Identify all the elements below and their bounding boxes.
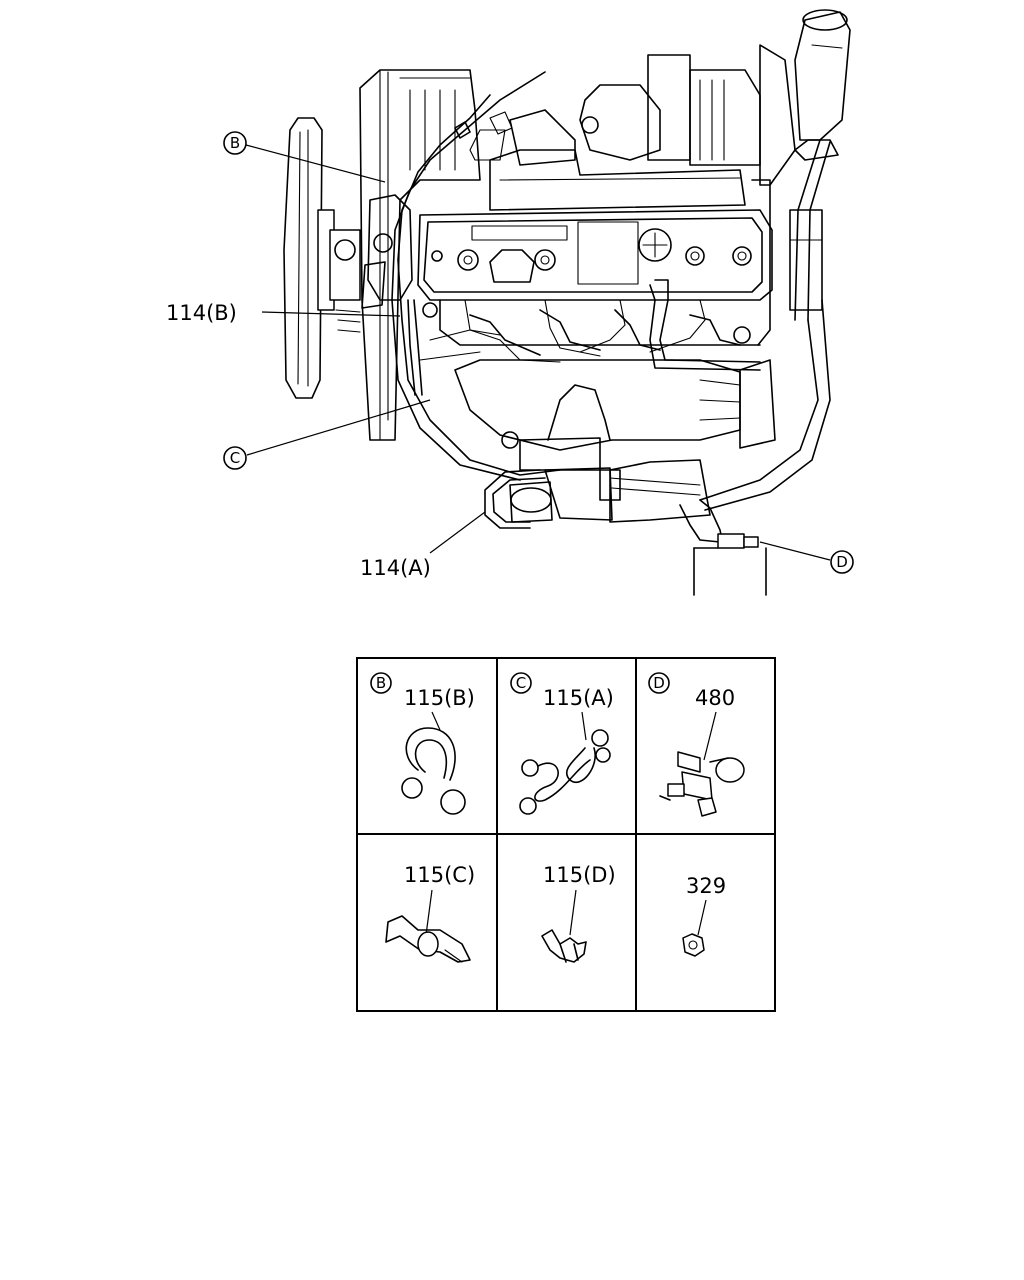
- clip-115d-icon: [541, 889, 587, 963]
- sensor-480-icon: [659, 711, 745, 817]
- callout-b-circle: [223, 131, 247, 155]
- leader-d: [759, 541, 831, 561]
- callout-d-circle: [830, 550, 854, 574]
- engine-block-left: [359, 69, 481, 441]
- detail-cell-d: D 480: [648, 672, 745, 817]
- lower-pipe: [501, 299, 831, 523]
- callout-c-circle: [223, 446, 247, 470]
- detail-table: B 115(B) C 115(A): [356, 657, 776, 1012]
- detail-cell-d-letter: D: [653, 674, 665, 692]
- detail-cell-115c: 115(C): [385, 863, 475, 963]
- callout-c: C: [230, 449, 240, 467]
- detail-cell-329-part: 329: [686, 874, 726, 898]
- clip-115c-icon: [385, 889, 471, 963]
- injector-lines: [422, 279, 761, 371]
- detail-cell-c-part: 115(A): [543, 686, 614, 710]
- detail-cell-115d: 115(D): [541, 863, 616, 963]
- detail-cell-d-part: 480: [695, 686, 735, 710]
- fan-pulley: [283, 117, 361, 399]
- detail-cell-115d-part: 115(D): [543, 863, 616, 887]
- leader-b: [245, 144, 386, 183]
- label-114a: 114(A): [360, 556, 431, 580]
- nut-329-icon: [682, 899, 707, 957]
- hose-114a: [484, 469, 553, 529]
- sensor-d-assembly: [679, 499, 767, 596]
- detail-cell-c-letter: C: [516, 674, 526, 692]
- detail-cell-b: B 115(B): [370, 672, 475, 815]
- exhaust-manifold: [454, 359, 776, 451]
- valve-cover: [417, 209, 773, 301]
- clip-115a-icon: [519, 711, 611, 815]
- detail-cell-c: C 115(A): [510, 672, 614, 815]
- leader-114a: [429, 511, 486, 554]
- detail-cell-115c-part: 115(C): [404, 863, 475, 887]
- detail-cell-329: 329: [682, 874, 726, 957]
- leader-114b: [261, 311, 401, 317]
- detail-cell-b-letter: B: [376, 674, 386, 692]
- detail-cell-b-part: 115(B): [404, 686, 475, 710]
- callout-d: D: [836, 553, 848, 571]
- leader-c: [246, 399, 431, 456]
- label-114b: 114(B): [166, 301, 237, 325]
- wiring-harness: [391, 71, 561, 481]
- right-pipes: [751, 139, 831, 346]
- clip-115b-icon: [401, 711, 466, 815]
- intake-turbo: [469, 9, 851, 211]
- engine-illustration: [283, 9, 851, 596]
- callouts: B C D 114(B) 114(A): [166, 131, 854, 580]
- callout-b: B: [230, 134, 240, 152]
